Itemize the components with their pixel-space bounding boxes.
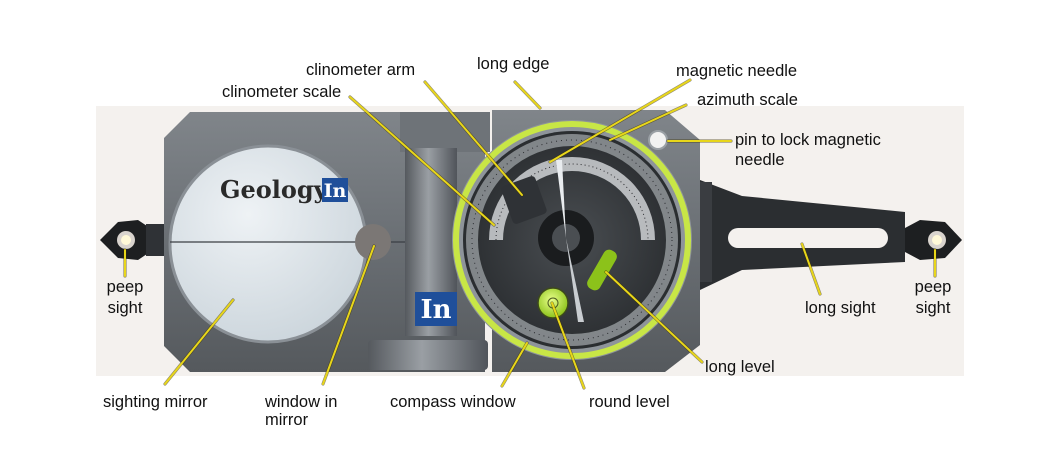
leader-lines	[124, 79, 936, 389]
compass-window	[452, 120, 692, 360]
label-window-in-mirror-line2: mirror	[265, 411, 309, 429]
clinometer-scale	[489, 157, 655, 241]
label-magnetic-needle: magnetic needle	[676, 62, 798, 80]
needle-lock-pin	[648, 130, 668, 150]
label-peep-sight-left-line2: sight	[107, 299, 143, 317]
logo-mark-large: In	[420, 295, 451, 325]
clinometer-arm	[501, 176, 547, 224]
in-logo: In	[415, 292, 457, 326]
label-long-edge: long edge	[477, 55, 550, 73]
window-in-mirror	[355, 224, 391, 260]
logo-mark-small: In	[324, 180, 347, 202]
label-pin-lock-line2: needle	[735, 151, 785, 169]
label-clinometer-arm: clinometer arm	[306, 61, 416, 79]
label-azimuth-scale: azimuth scale	[697, 91, 798, 109]
label-sighting-mirror: sighting mirror	[103, 393, 208, 411]
peep-sight-right	[905, 220, 962, 260]
long-sight	[688, 180, 905, 290]
label-clinometer-scale: clinometer scale	[222, 83, 342, 101]
label-peep-sight-right-line1: peep	[914, 278, 952, 296]
label-long-sight: long sight	[805, 299, 876, 317]
label-long-level: long level	[705, 358, 775, 376]
logo-word: Geology	[220, 175, 329, 204]
magnetic-needle	[556, 160, 566, 238]
label-round-level: round level	[589, 393, 670, 411]
label-compass-window: compass window	[390, 393, 516, 411]
label-peep-sight-right-line2: sight	[915, 299, 951, 317]
label-pin-lock-line1: pin to lock magnetic	[735, 131, 881, 149]
long-level	[587, 249, 617, 291]
label-peep-sight-left-line1: peep	[106, 278, 144, 296]
geology-in-logo: Geology In	[220, 175, 348, 204]
label-window-in-mirror-line1: window in	[265, 393, 338, 411]
